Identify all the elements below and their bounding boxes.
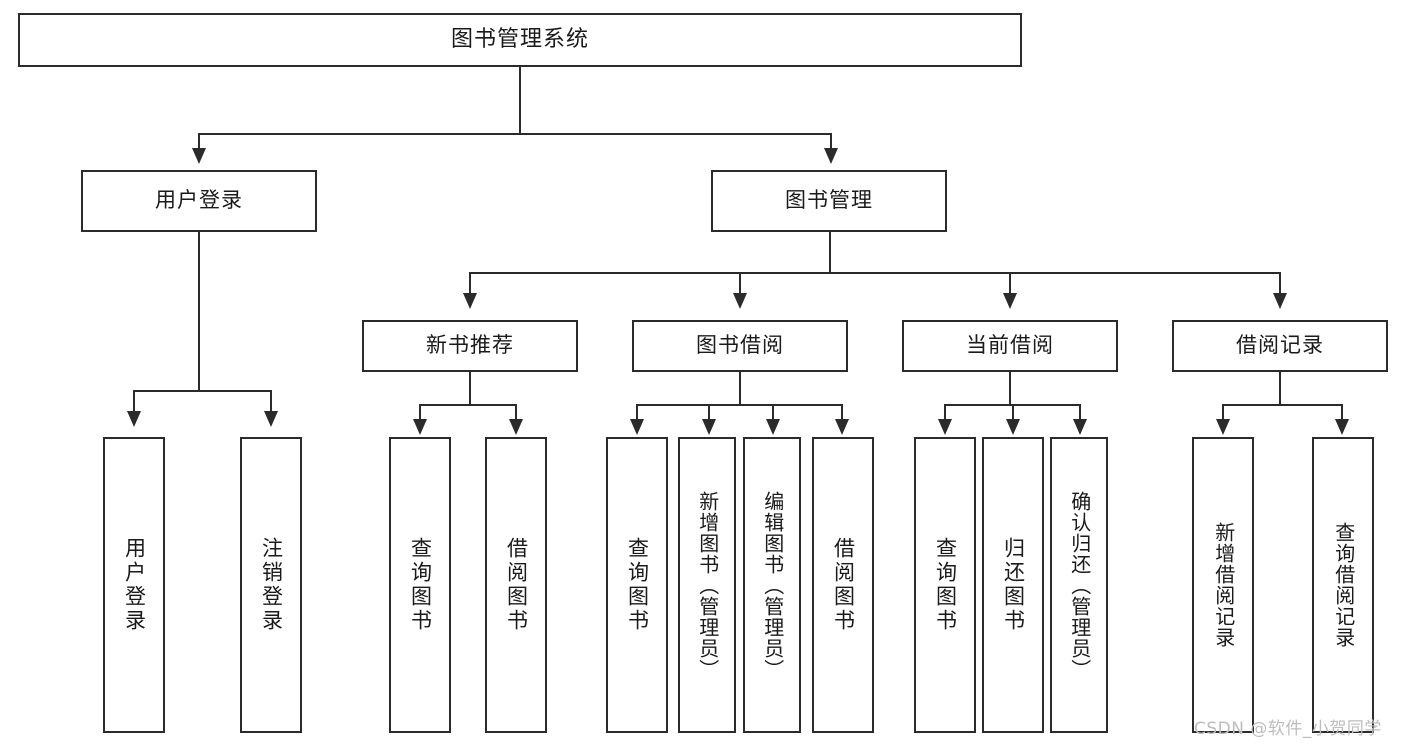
- arrow-level3-4: [1273, 293, 1287, 309]
- connector-borrow-drop-1: [636, 404, 638, 420]
- connector-borrow-stem: [739, 372, 741, 405]
- arrow-records-leaf-1: [1216, 419, 1230, 435]
- arrow-level3-1: [463, 293, 477, 309]
- leaf-logout[interactable]: 注销登录: [240, 437, 302, 733]
- connector-current-drop-2: [1012, 404, 1014, 420]
- node-book-management[interactable]: 图书管理: [711, 170, 947, 232]
- arrow-recommend-leaf-1: [413, 419, 427, 435]
- leaf-label: 查询图书: [408, 537, 433, 633]
- arrow-level3-2: [733, 293, 747, 309]
- arrow-borrow-leaf-2: [702, 419, 716, 435]
- connector-records-drop-1: [1222, 404, 1224, 420]
- arrow-borrow-leaf-3: [766, 419, 780, 435]
- arrow-borrow-leaf-1: [630, 419, 644, 435]
- node-user-login[interactable]: 用户登录: [81, 170, 317, 232]
- leaf-confirm-return-admin[interactable]: 确认归还（管理员）: [1050, 437, 1108, 733]
- connector-root-to-bookmgmt: [830, 133, 832, 149]
- arrow-root-to-bookmgmt: [824, 148, 838, 164]
- node-label: 图书借阅: [696, 333, 784, 358]
- connector-level3-drop-4: [1279, 272, 1281, 294]
- leaf-borrow-book-recommend[interactable]: 借阅图书: [485, 437, 547, 733]
- leaf-label: 新增图书（管理员）: [695, 490, 720, 680]
- leaf-label: 新增借阅记录: [1211, 522, 1236, 648]
- leaf-edit-book-admin[interactable]: 编辑图书（管理员）: [743, 437, 801, 733]
- leaf-label: 查询图书: [933, 537, 958, 633]
- connector-level3-bus: [469, 272, 1281, 274]
- connector-borrow-drop-4: [841, 404, 843, 420]
- connector-records-drop-2: [1341, 404, 1343, 420]
- leaf-add-book-admin[interactable]: 新增图书（管理员）: [678, 437, 736, 733]
- connector-root-bus: [198, 133, 832, 135]
- leaf-borrow-book[interactable]: 借阅图书: [812, 437, 874, 733]
- leaf-label: 借阅图书: [504, 537, 529, 633]
- leaf-query-borrow-record[interactable]: 查询借阅记录: [1312, 437, 1374, 733]
- connector-level3-drop-3: [1009, 272, 1011, 294]
- leaf-label: 查询借阅记录: [1331, 522, 1356, 648]
- connector-borrow-drop-2: [708, 404, 710, 420]
- leaf-add-borrow-record[interactable]: 新增借阅记录: [1192, 437, 1254, 733]
- leaf-user-login[interactable]: 用户登录: [103, 437, 165, 733]
- arrow-current-leaf-3: [1073, 419, 1087, 435]
- node-label: 当前借阅: [966, 333, 1054, 358]
- connector-root-to-login: [198, 133, 200, 149]
- arrow-login-leaf-1: [127, 411, 141, 427]
- arrow-borrow-leaf-4: [835, 419, 849, 435]
- leaf-label: 注销登录: [259, 537, 284, 633]
- connector-level3-drop-1: [469, 272, 471, 294]
- node-label: 借阅记录: [1236, 333, 1324, 358]
- connector-borrow-bus: [636, 404, 843, 406]
- node-current-borrow[interactable]: 当前借阅: [902, 320, 1118, 372]
- node-label: 图书管理系统: [450, 26, 589, 52]
- connector-login-stem: [198, 232, 200, 391]
- connector-recommend-drop-1: [419, 404, 421, 420]
- leaf-query-book[interactable]: 查询图书: [606, 437, 668, 733]
- connector-current-drop-3: [1079, 404, 1081, 420]
- connector-recommend-stem: [469, 372, 471, 405]
- connector-current-drop-1: [944, 404, 946, 420]
- node-new-book-recommend[interactable]: 新书推荐: [362, 320, 578, 372]
- arrow-current-leaf-1: [938, 419, 952, 435]
- connector-login-drop-1: [133, 390, 135, 412]
- connector-current-stem: [1009, 372, 1011, 405]
- arrow-current-leaf-2: [1006, 419, 1020, 435]
- connector-records-stem: [1279, 372, 1281, 405]
- node-root-system[interactable]: 图书管理系统: [18, 13, 1022, 67]
- node-label: 图书管理: [785, 188, 873, 213]
- leaf-label: 查询图书: [625, 537, 650, 633]
- connector-bookmgmt-stem: [829, 232, 831, 273]
- leaf-query-book-current[interactable]: 查询图书: [914, 437, 976, 733]
- leaf-return-book[interactable]: 归还图书: [982, 437, 1044, 733]
- node-label: 用户登录: [155, 188, 243, 213]
- arrow-login-leaf-2: [264, 411, 278, 427]
- connector-login-drop-2: [270, 390, 272, 412]
- leaf-label: 确认归还（管理员）: [1067, 490, 1092, 680]
- connector-level3-drop-2: [739, 272, 741, 294]
- connector-recommend-bus: [419, 404, 517, 406]
- leaf-label: 借阅图书: [831, 537, 856, 633]
- leaf-label: 归还图书: [1001, 537, 1026, 633]
- arrow-level3-3: [1003, 293, 1017, 309]
- arrow-recommend-leaf-2: [509, 419, 523, 435]
- leaf-query-book-recommend[interactable]: 查询图书: [389, 437, 451, 733]
- node-borrow-records[interactable]: 借阅记录: [1172, 320, 1388, 372]
- node-label: 新书推荐: [426, 333, 514, 358]
- leaf-label: 用户登录: [122, 537, 147, 633]
- connector-borrow-drop-3: [772, 404, 774, 420]
- leaf-label: 编辑图书（管理员）: [760, 490, 785, 680]
- arrow-root-to-login: [192, 148, 206, 164]
- connector-login-bus: [133, 390, 272, 392]
- arrow-records-leaf-2: [1335, 419, 1349, 435]
- connector-root-stem: [519, 67, 521, 134]
- connector-records-bus: [1222, 404, 1343, 406]
- node-book-borrow[interactable]: 图书借阅: [632, 320, 848, 372]
- connector-recommend-drop-2: [515, 404, 517, 420]
